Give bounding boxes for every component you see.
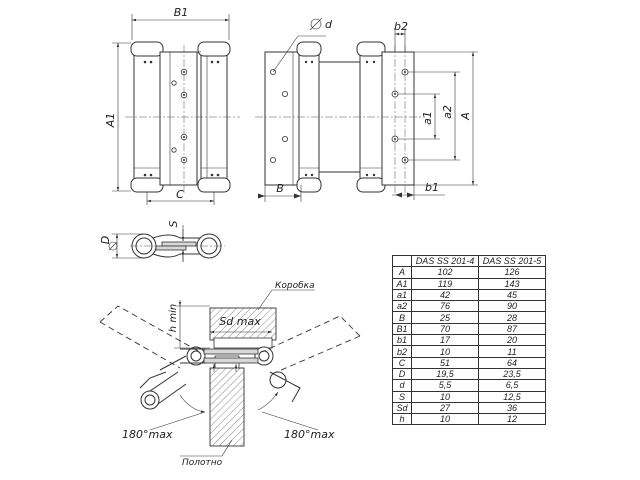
table-header-cell: DAS SS 201-5	[478, 254, 546, 268]
dim-label-a1: a1	[421, 111, 434, 125]
side-right-leaf	[381, 51, 415, 186]
table-cell: 11	[478, 345, 546, 358]
dim-label-c: C	[176, 188, 184, 201]
table-cell: 42	[411, 288, 479, 302]
table-cell: 12	[478, 413, 546, 426]
table-cell: 143	[478, 277, 546, 290]
table-cell: 90	[478, 300, 546, 313]
table-cell: 126	[478, 266, 546, 279]
table-cell: C	[392, 356, 412, 369]
table-cell: 119	[411, 277, 479, 290]
table-cell: 87	[478, 322, 546, 336]
table-cell: 10	[411, 345, 479, 358]
table-cell: 45	[478, 288, 546, 302]
front-leaf	[159, 51, 198, 186]
left-barrel-pin-holes	[143, 60, 153, 177]
dim-label-d-hole: d	[325, 18, 333, 31]
table-cell: 28	[478, 311, 546, 324]
door-frame-box	[209, 307, 277, 341]
table-cell: A1	[392, 277, 412, 290]
table-cell: 51	[411, 356, 479, 369]
table-cell: 5,5	[411, 379, 479, 392]
table-cell: b2	[392, 345, 412, 358]
right-barrel-cap-top	[197, 41, 231, 57]
table-cell: D	[392, 367, 412, 381]
table-cell: 27	[411, 401, 479, 415]
door-leaf	[209, 367, 245, 447]
side-plate-holes	[269, 69, 288, 163]
table-cell: B	[392, 311, 412, 324]
table-cell: 25	[411, 311, 479, 324]
table-cell: S	[392, 390, 412, 403]
installation-diagram: 180°max 180°max h min Sd max Коробка Пол…	[99, 281, 361, 468]
dim-label-b: B	[276, 182, 284, 195]
table-cell: a2	[392, 300, 412, 313]
table-cell: 17	[411, 334, 479, 347]
dim-label-s: S	[167, 220, 180, 227]
left-barrel-cap-bottom	[130, 177, 164, 193]
dim-label-b1: b1	[425, 181, 439, 194]
label-door-leaf: Полотно	[182, 458, 223, 468]
left-barrel-cap-top	[130, 41, 164, 57]
table-cell: B1	[392, 322, 412, 336]
dim-label-b1: B1	[174, 6, 189, 19]
table-header-cell: DAS SS 201-4	[411, 254, 479, 268]
side-view: d b2 a1 a2 A B b1	[255, 17, 478, 202]
table-cell: 19,5	[411, 367, 479, 381]
table-cell: 20	[478, 334, 546, 347]
dim-label-b2: b2	[394, 20, 408, 33]
table-cell: 64	[478, 356, 546, 369]
table-cell: Sd	[392, 401, 412, 415]
table-cell: 36	[478, 401, 546, 415]
dim-label-h-min: h min	[168, 304, 179, 332]
right-barrel-cap-bottom	[197, 177, 231, 193]
front-view: B1 A1 C	[104, 6, 240, 205]
dim-label-sd-max: Sd max	[219, 315, 261, 328]
table-cell: h	[392, 413, 412, 426]
table-cell: a1	[392, 288, 412, 302]
angle-label-right: 180°max	[284, 428, 335, 441]
table-cell: 10	[411, 413, 479, 426]
dim-label-a: A	[459, 112, 472, 121]
table-cell: 6,5	[478, 379, 546, 392]
table-cell: A	[392, 266, 412, 279]
dim-label-a1-height: A1	[104, 113, 117, 129]
table-cell: 12,5	[478, 390, 546, 403]
right-barrel-pin-holes	[210, 60, 220, 177]
angle-label-left: 180°max	[122, 428, 173, 441]
table-cell: d	[392, 379, 412, 392]
section-view: S D	[99, 220, 225, 262]
front-leaf-screw-holes	[171, 68, 188, 164]
table-cell: 76	[411, 300, 479, 313]
table-header-cell	[392, 254, 412, 268]
dim-label-d-diameter: D	[99, 236, 112, 244]
label-frame-box: Коробка	[275, 281, 315, 291]
dim-label-a2: a2	[441, 105, 454, 119]
table-cell: 70	[411, 322, 479, 336]
table-cell: 102	[411, 266, 479, 279]
table-cell: 23,5	[478, 367, 546, 381]
table-cell: b1	[392, 334, 412, 347]
table-cell: 10	[411, 390, 479, 403]
